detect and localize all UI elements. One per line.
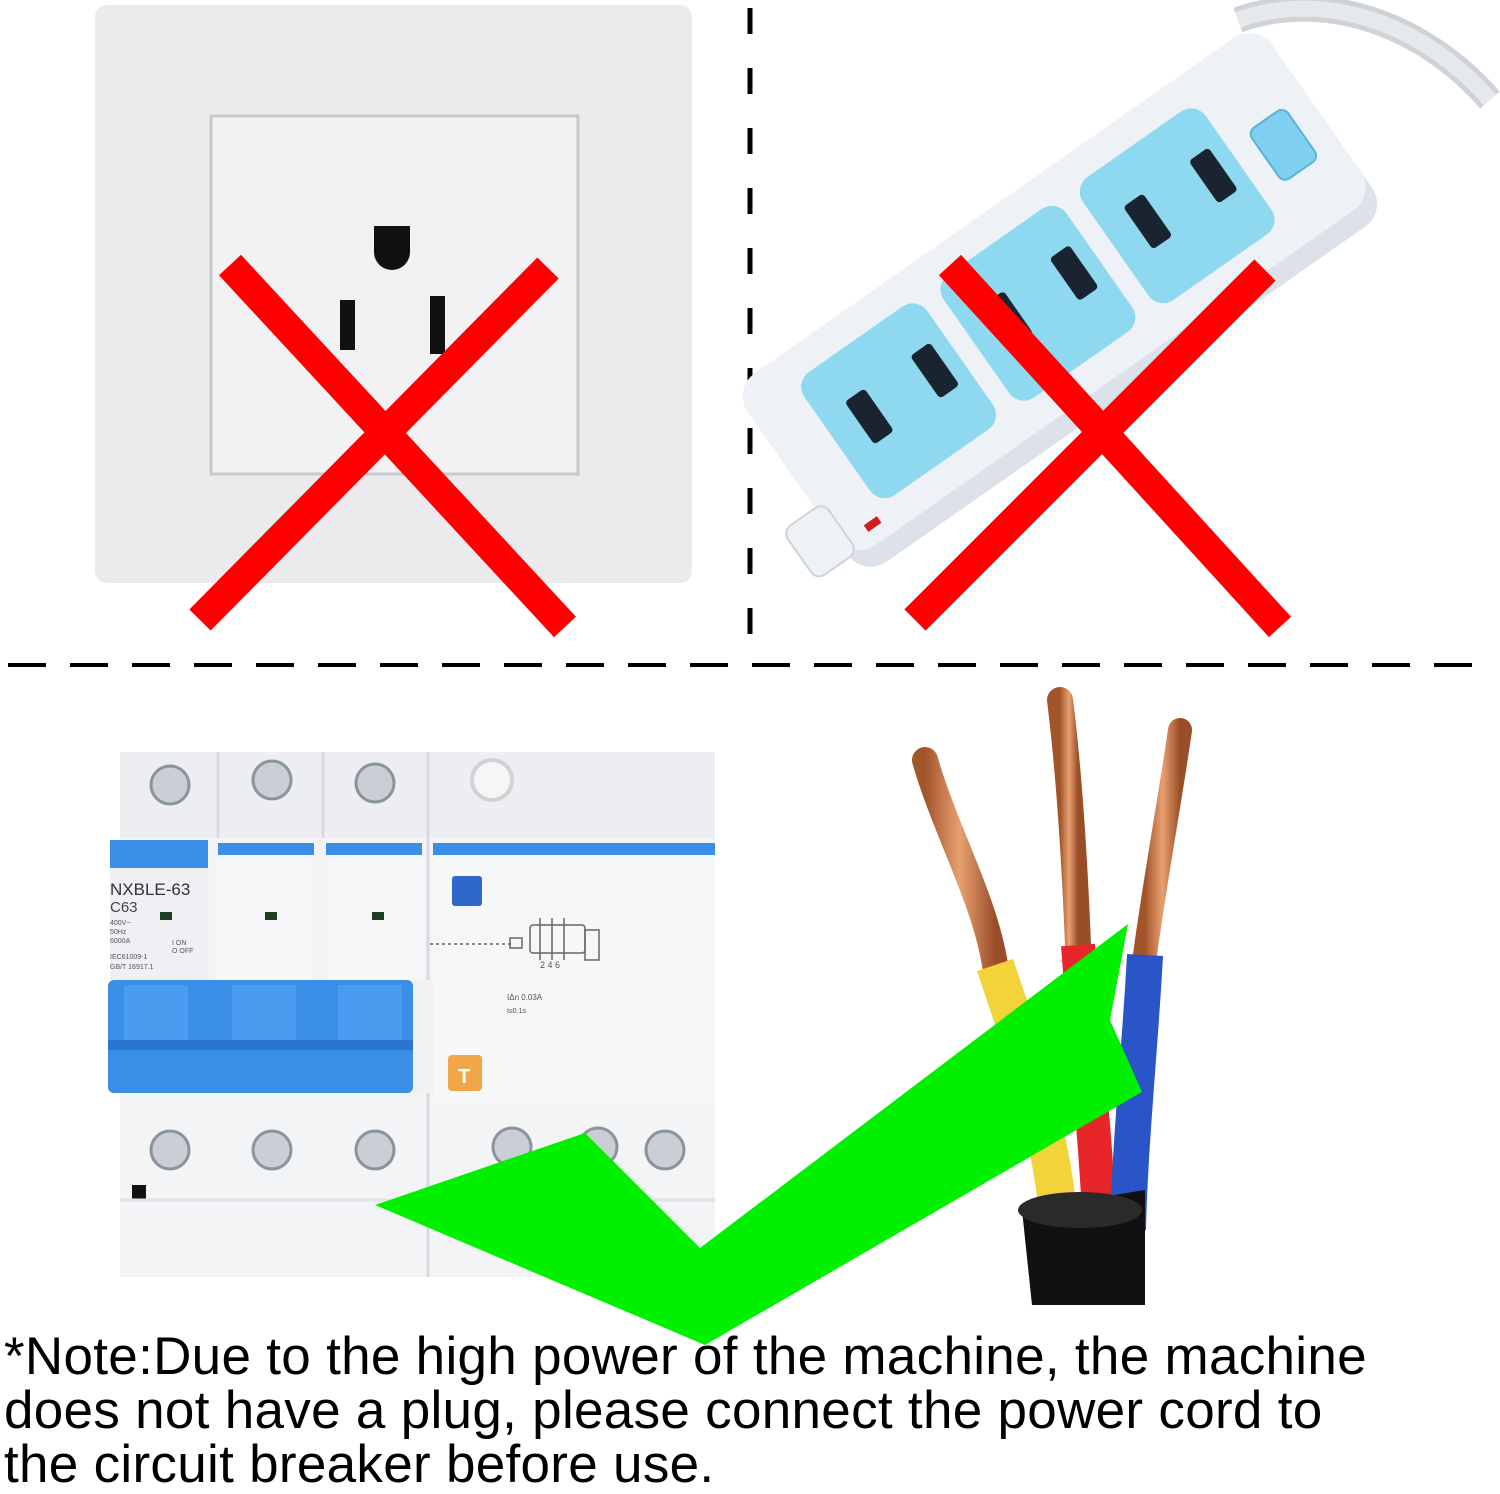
- test-button: [448, 1055, 482, 1091]
- circuit-breaker: NXBLE-63 C63 400V~ 50Hz 6000A IEC61009-1…: [108, 752, 715, 1277]
- indicator-window-2: [265, 912, 277, 920]
- switch-legend-off: O OFF: [172, 948, 193, 955]
- indicator-window-1: [160, 912, 172, 920]
- note-line-2: does not have a plug, please connect the…: [4, 1381, 1323, 1440]
- breaker-spec-5: GB/T 16917.1: [110, 964, 154, 971]
- breaker-model: NXBLE-63: [110, 880, 190, 899]
- wall-outlet: [95, 5, 692, 583]
- rcd-terminal-numbers: 2 4 6: [540, 960, 560, 970]
- outlet-slot-left: [340, 300, 355, 350]
- power-strip: [742, 0, 1500, 578]
- panel-dividers: [8, 8, 1495, 667]
- breaker-spec-4: IEC61009-1: [110, 954, 147, 961]
- wall-outlet-cross-icon: [189, 254, 577, 638]
- ground-hole-icon: [374, 226, 410, 270]
- rcd-circuit-diagram: [430, 918, 600, 961]
- breaker-spec-3: 6000A: [110, 938, 131, 945]
- terminal-screws-top: [149, 758, 514, 806]
- strip-socket-3: [1079, 108, 1275, 304]
- approved-check-icon: [375, 924, 1142, 1345]
- power-strip-cross-icon: [904, 254, 1292, 638]
- strip-mount-tab: [785, 505, 855, 578]
- rcd-rating-2: t≤0.1s: [507, 1008, 527, 1015]
- installation-note: *Note:Due to the high power of the machi…: [4, 1330, 1496, 1492]
- breaker-spec-2: 50Hz: [110, 929, 127, 936]
- rcd-rating-1: IΔn 0.03A: [507, 993, 543, 1002]
- strip-socket-1: [801, 303, 997, 499]
- note-line-1: *Note:Due to the high power of the machi…: [4, 1327, 1367, 1386]
- breaker-spec-1: 400V~: [110, 920, 130, 927]
- strip-indicator-light: [863, 516, 882, 532]
- note-line-3: the circuit breaker before use.: [4, 1435, 715, 1494]
- switch-legend-on: I ON: [172, 940, 186, 947]
- breaker-rating: C63: [110, 899, 138, 916]
- outlet-slot-right: [430, 296, 445, 354]
- test-button-label: T: [458, 1066, 470, 1088]
- breaker-toggle-handles: [108, 980, 433, 1093]
- indicator-window-3: [372, 912, 384, 920]
- strip-power-switch: [1249, 108, 1318, 181]
- rcd-blue-button: [452, 876, 482, 906]
